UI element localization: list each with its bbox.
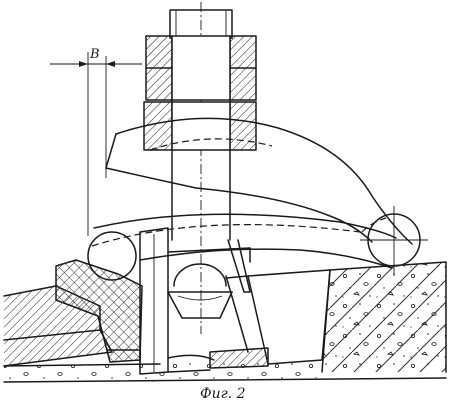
rail-base xyxy=(167,269,331,369)
dimension-label: B xyxy=(89,47,100,62)
roller xyxy=(167,263,233,319)
figure-caption: Фиг. 2 xyxy=(200,386,246,402)
spring-clip xyxy=(91,117,413,269)
concrete-foundation xyxy=(321,261,447,373)
base-strip xyxy=(3,360,447,383)
nut xyxy=(143,35,257,151)
dimension-b: B xyxy=(50,47,142,236)
rod-end-right xyxy=(360,206,428,276)
left-tie xyxy=(3,285,141,367)
rod-end-left xyxy=(87,231,137,281)
